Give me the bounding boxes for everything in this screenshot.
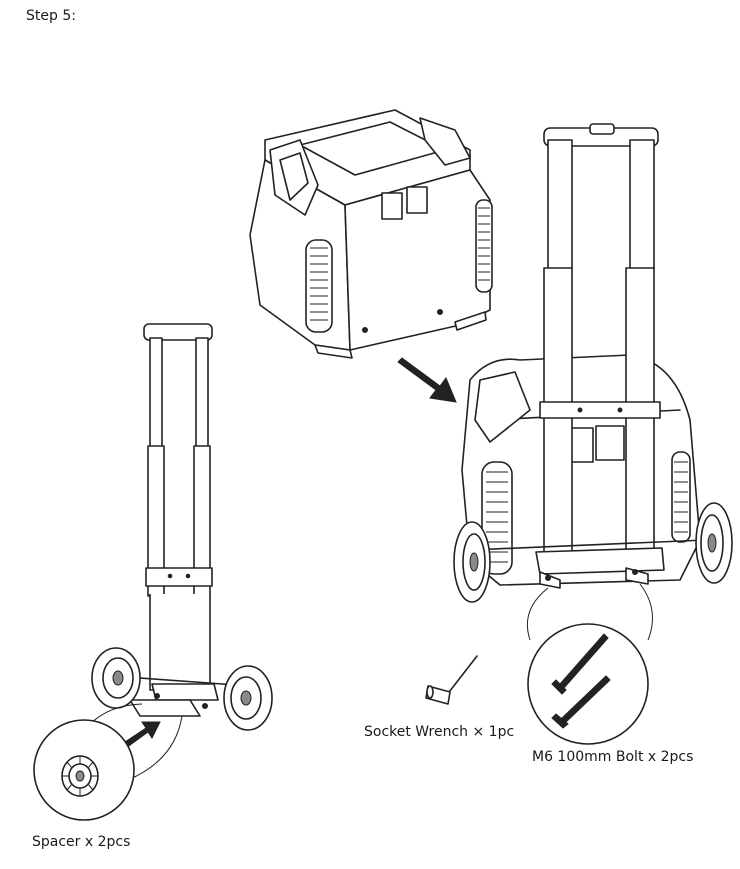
socket-wrench-icon: [425, 655, 478, 705]
arrow-icon: [121, 721, 161, 749]
arrow-icon: [397, 357, 457, 403]
power-station-unit: [249, 109, 493, 359]
spacer-label: Spacer x 2pcs: [32, 834, 131, 850]
bolt-callout: [527, 623, 649, 745]
trolley-wheel-right: [223, 665, 273, 731]
bolt-label: M6 100mm Bolt x 2pcs: [532, 749, 694, 765]
wheel-right: [695, 502, 733, 584]
wheel-left: [453, 521, 491, 603]
bolt-icon: [551, 633, 609, 695]
bolt-icon: [551, 675, 611, 729]
socket-wrench-label: Socket Wrench × 1pc: [364, 724, 515, 740]
spacer-icon: [61, 755, 99, 797]
grip-ribs-left: [305, 239, 333, 333]
trolley-wheel-left: [91, 647, 141, 709]
assembled-trolley-unit: [453, 123, 733, 641]
grip-ribs-right: [475, 199, 493, 293]
spacer-callout: [33, 719, 135, 821]
trolley-frame: [111, 323, 251, 717]
step-title: Step 5:: [26, 8, 76, 24]
